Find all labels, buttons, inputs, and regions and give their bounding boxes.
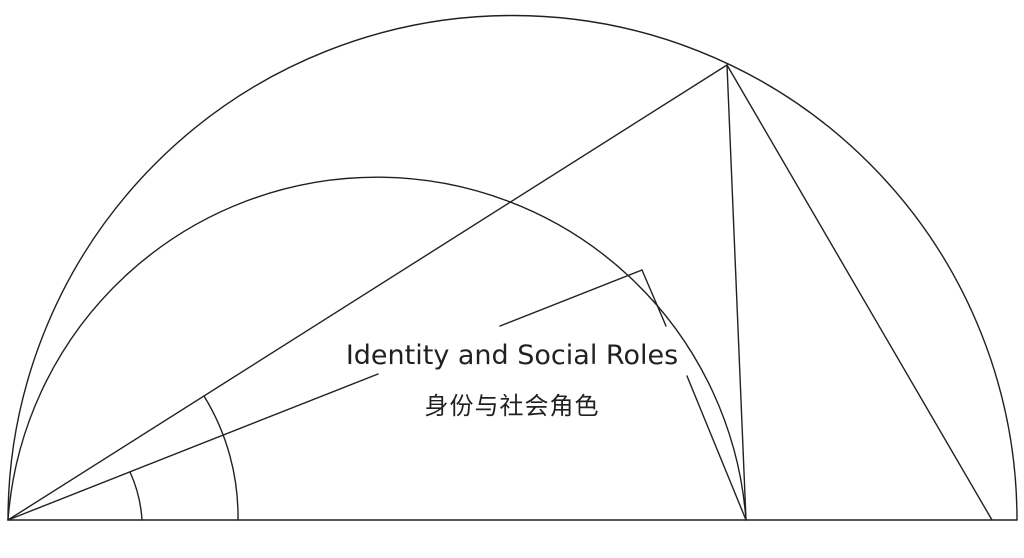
diagonal-to-apex <box>7 64 728 521</box>
outer-semicircle <box>7 14 1018 521</box>
apex-vertical-line <box>726 64 747 521</box>
inner-circle-arc <box>7 176 747 521</box>
inner-drop-line-upper <box>641 269 667 327</box>
angle-arc-large <box>203 395 239 521</box>
apex-right-line <box>726 64 993 521</box>
label-chinese: 身份与社会角色 <box>425 392 600 420</box>
inner-radial-line-upper <box>499 269 643 327</box>
angle-arc-small <box>129 471 143 521</box>
inner-radial-line-lower <box>7 373 379 521</box>
label-english: Identity and Social Roles <box>346 340 678 371</box>
inner-drop-line-lower <box>686 375 747 521</box>
